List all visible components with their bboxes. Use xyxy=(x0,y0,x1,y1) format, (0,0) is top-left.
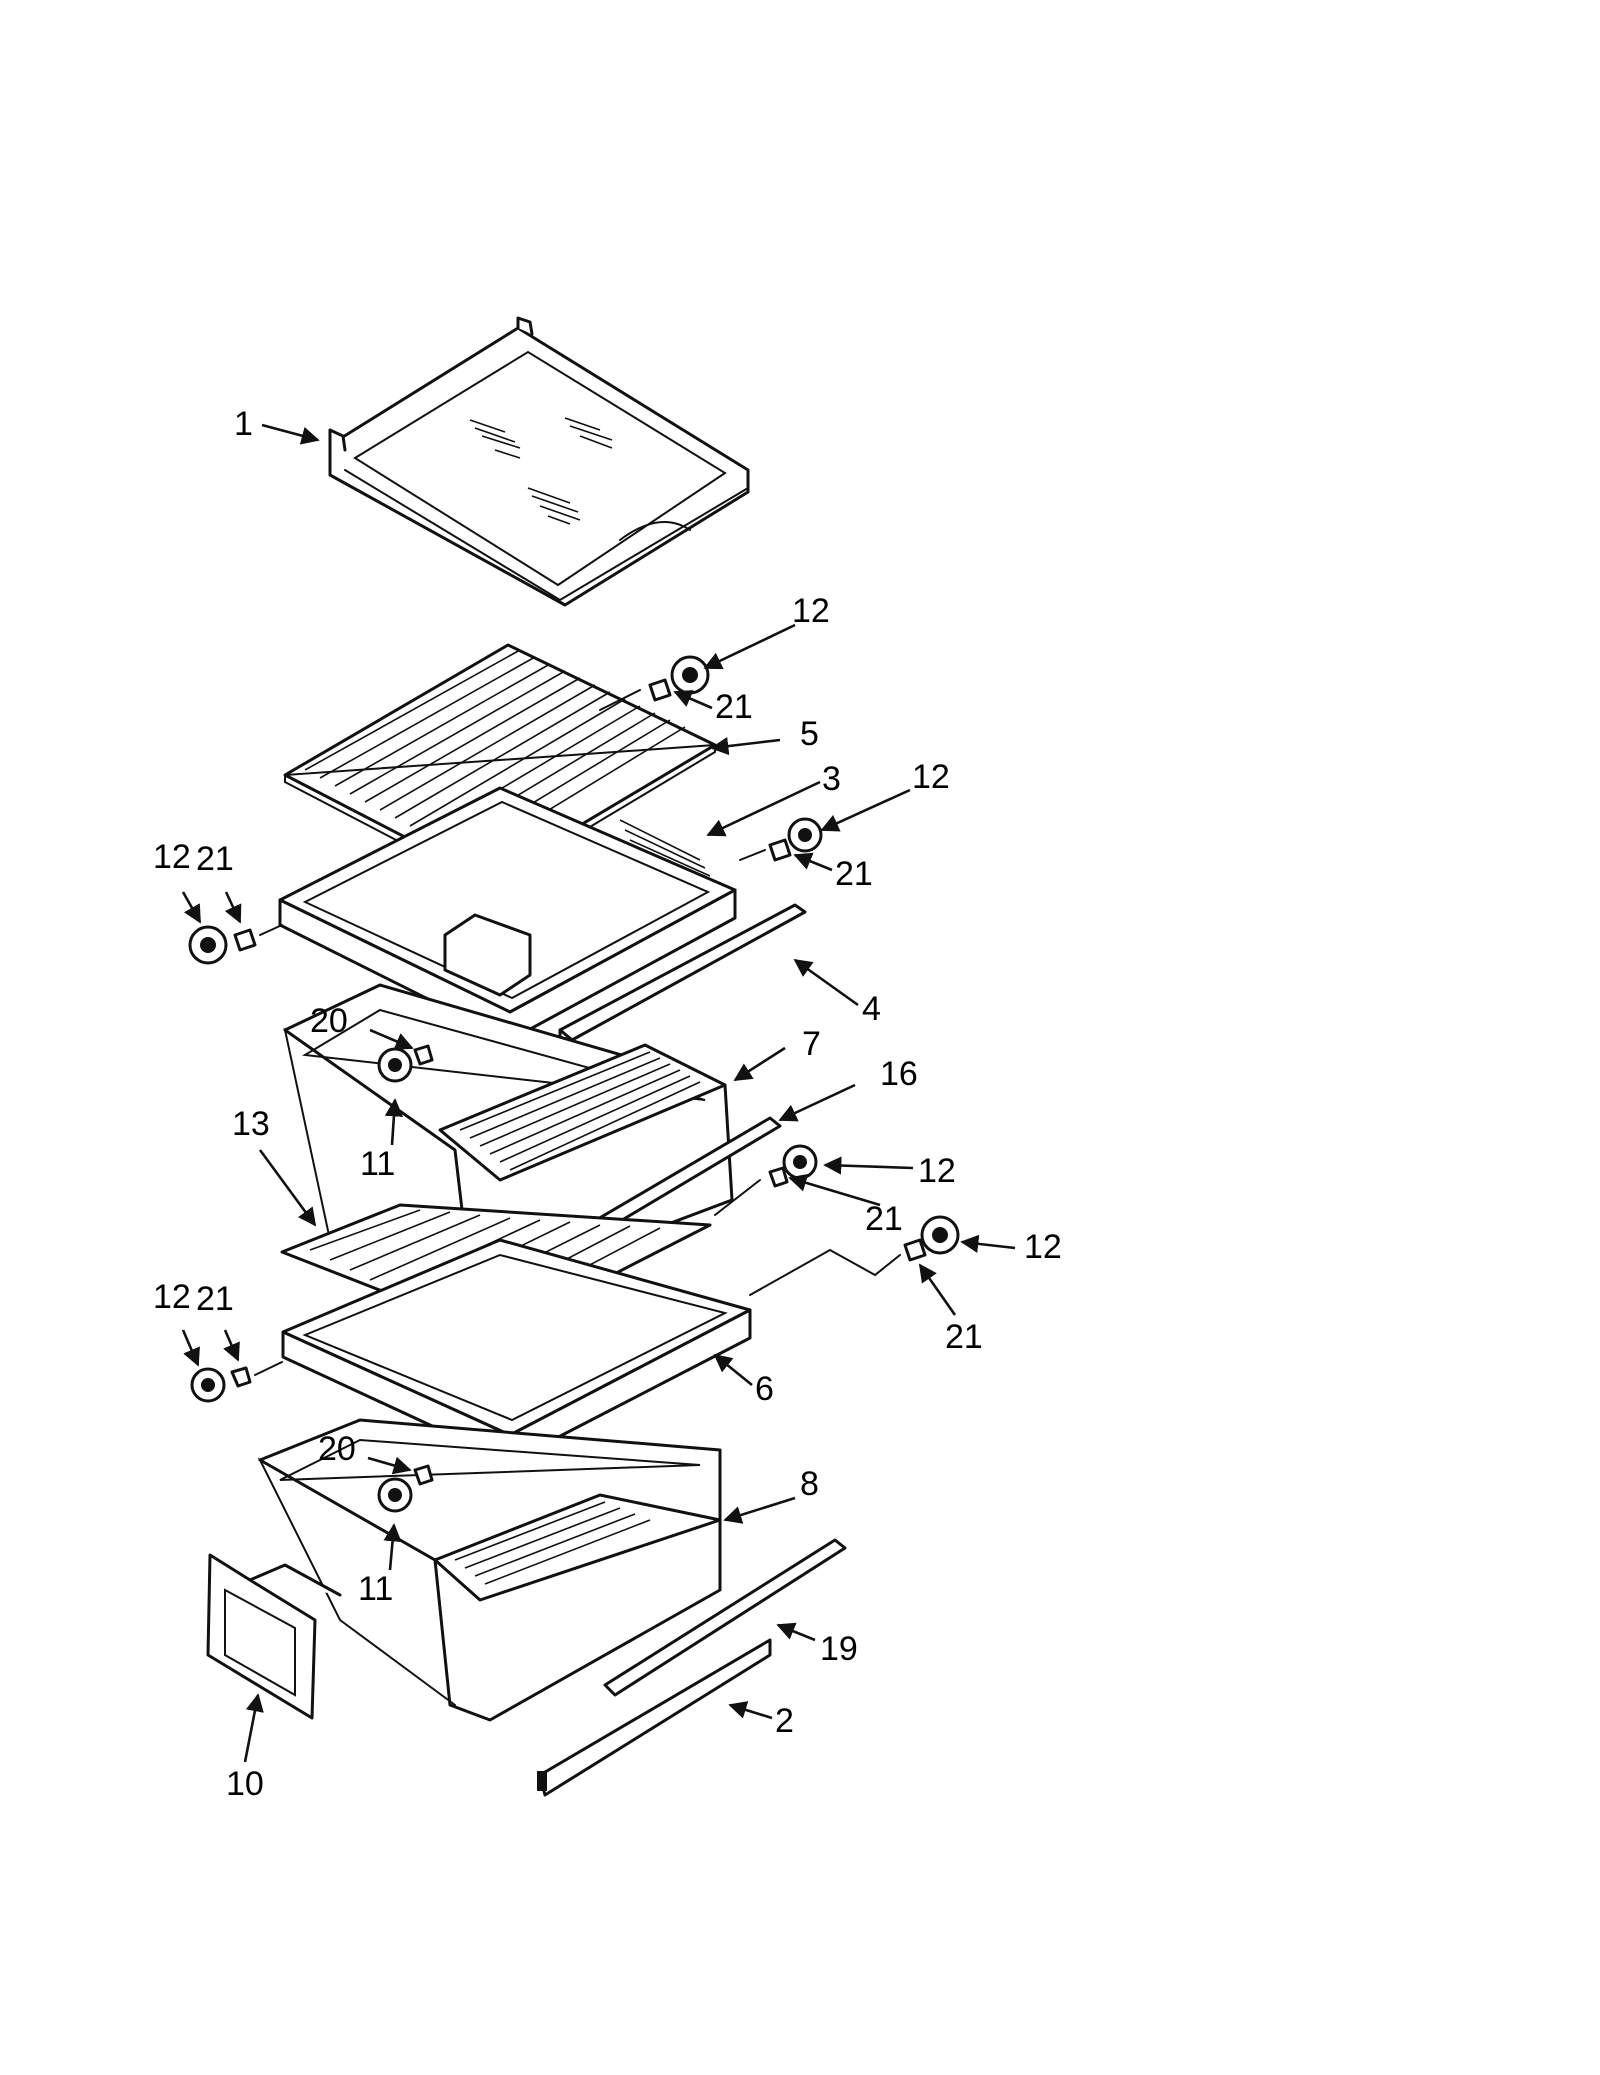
roller-icon xyxy=(190,1367,226,1403)
screw-icon xyxy=(903,1238,927,1262)
screw-icon xyxy=(233,928,257,952)
callout-12: 12 xyxy=(912,758,950,796)
callout-12: 12 xyxy=(153,838,191,876)
screw-icon xyxy=(413,1464,434,1486)
callout-1: 1 xyxy=(234,405,253,443)
callout-11: 11 xyxy=(360,1145,395,1183)
callout-21: 21 xyxy=(715,688,753,726)
callout-21: 21 xyxy=(196,1280,234,1318)
callout-labels: 1 12 21 5 3 12 21 12 21 4 20 7 16 11 13 … xyxy=(153,405,1062,1803)
callout-7: 7 xyxy=(802,1025,821,1063)
callout-16: 16 xyxy=(880,1055,918,1093)
roller-icon xyxy=(377,1047,413,1083)
roller-icon xyxy=(377,1477,413,1513)
callout-19: 19 xyxy=(820,1630,858,1668)
part-1-shelf xyxy=(328,316,750,607)
callout-2: 2 xyxy=(775,1702,794,1740)
part-3-crisper-frame xyxy=(278,786,737,1042)
part-19-trim xyxy=(603,1538,847,1697)
roller-icon xyxy=(787,817,823,853)
part-8-lower-drawer xyxy=(257,1418,722,1722)
screw-icon xyxy=(230,1366,252,1388)
glass-reflection-marks xyxy=(469,417,613,525)
callout-12: 12 xyxy=(792,592,830,630)
part-2-trim xyxy=(537,1638,772,1797)
roller-icon xyxy=(670,655,710,695)
screw-icon xyxy=(768,1166,789,1188)
callout-6: 6 xyxy=(755,1370,774,1408)
leaders xyxy=(181,423,1016,1763)
callout-21: 21 xyxy=(196,840,234,878)
callout-21: 21 xyxy=(945,1318,983,1356)
screw-icon xyxy=(648,678,672,702)
callout-11: 11 xyxy=(358,1570,393,1608)
callout-13: 13 xyxy=(232,1105,270,1143)
roller-icon xyxy=(920,1215,960,1255)
screw-icon xyxy=(413,1044,434,1066)
callout-8: 8 xyxy=(800,1465,819,1503)
callout-4: 4 xyxy=(862,990,881,1028)
screw-icon xyxy=(768,838,792,862)
callout-5: 5 xyxy=(800,715,819,753)
callout-21: 21 xyxy=(865,1200,903,1238)
hardware xyxy=(188,655,960,1513)
callout-20: 20 xyxy=(318,1430,356,1468)
callout-12: 12 xyxy=(1024,1228,1062,1266)
callout-12: 12 xyxy=(153,1278,191,1316)
callout-21: 21 xyxy=(835,855,873,893)
callout-3: 3 xyxy=(822,760,841,798)
drawer-grille xyxy=(459,1051,701,1171)
callout-10: 10 xyxy=(226,1765,264,1803)
part-10-label-holder xyxy=(206,1553,342,1720)
callout-12: 12 xyxy=(918,1152,956,1190)
callout-20: 20 xyxy=(310,1002,348,1040)
roller-icon xyxy=(782,1144,818,1180)
roller-icon xyxy=(188,925,228,965)
